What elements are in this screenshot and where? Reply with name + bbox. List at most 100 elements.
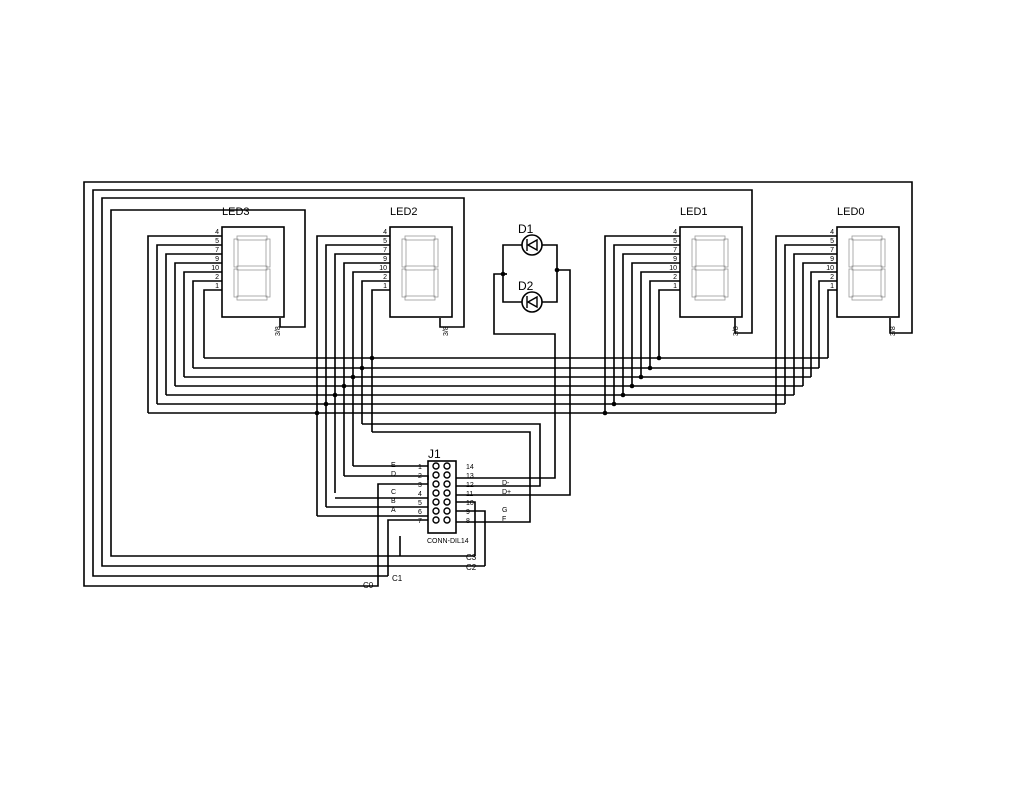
pin-number: 7	[383, 247, 387, 254]
pin-number: 1	[383, 283, 387, 290]
j1-label: J1	[428, 447, 441, 461]
common-pin: 3/8	[443, 326, 450, 336]
pin-number: 1	[830, 283, 834, 290]
pin-number: 4	[215, 229, 219, 236]
segment	[880, 268, 886, 298]
segment	[848, 238, 854, 268]
segment	[851, 235, 883, 241]
pin-number: 7	[673, 247, 677, 254]
pin-number: 1	[673, 283, 677, 290]
j1-pin: 14	[466, 464, 474, 471]
j1-value: CONN-DIL14	[427, 538, 469, 545]
segment	[851, 295, 883, 301]
j1-pin: 1	[418, 464, 422, 471]
led-label: LED0	[837, 206, 865, 218]
segment	[723, 268, 729, 298]
segment	[694, 265, 726, 271]
net-c2: C2	[466, 563, 477, 572]
j1-pin: 3	[418, 482, 422, 489]
pin-number: 1	[215, 283, 219, 290]
segment	[401, 268, 407, 298]
j1-pin: 13	[466, 473, 474, 480]
segment	[723, 238, 729, 268]
net-c1: C1	[392, 574, 403, 583]
common-wires	[83, 181, 913, 587]
pin-number: 5	[673, 238, 677, 245]
segment	[236, 265, 268, 271]
segment	[236, 235, 268, 241]
net-c3: C3	[466, 553, 477, 562]
pin-number: 5	[830, 238, 834, 245]
pin-number: 2	[383, 274, 387, 281]
pin-number: 9	[383, 256, 387, 263]
segment	[233, 238, 239, 268]
segment	[694, 235, 726, 241]
j1-pin: 11	[466, 491, 473, 498]
diode-d2: D2	[518, 279, 543, 313]
segment	[851, 265, 883, 271]
j1-pin: 7	[418, 518, 422, 525]
net-c0: C0	[363, 581, 374, 590]
segment	[265, 268, 271, 298]
junction-dot	[638, 374, 644, 380]
j1-pin: 9	[466, 509, 470, 516]
segment-bus	[147, 235, 837, 523]
common-pin: 3/8	[275, 326, 282, 336]
junction-dot	[656, 355, 662, 361]
net-label: G	[502, 507, 507, 514]
led-label: LED2	[390, 206, 418, 218]
junction-dot	[602, 410, 608, 416]
net-label: C	[391, 489, 396, 496]
net-label: E	[391, 462, 396, 469]
pin-number: 4	[383, 229, 387, 236]
segment	[404, 265, 436, 271]
junction-dot	[341, 383, 347, 389]
segment	[404, 235, 436, 241]
segment	[433, 268, 439, 298]
net-label: A	[391, 507, 396, 514]
diode-d1: D1	[518, 222, 543, 256]
common-pin: 3/8	[733, 326, 740, 336]
junction-dot	[369, 355, 375, 361]
pin-number: 2	[673, 274, 677, 281]
junction-dot	[359, 365, 365, 371]
segment	[401, 238, 407, 268]
pin-number: 9	[673, 256, 677, 263]
segment	[880, 238, 886, 268]
net-label: D-	[502, 480, 510, 487]
segment	[694, 295, 726, 301]
net-label: B	[391, 498, 396, 505]
j1-pin: 4	[418, 491, 422, 498]
segment	[691, 238, 697, 268]
net-label: D+	[502, 489, 511, 496]
segment	[236, 295, 268, 301]
j1-pin: 6	[418, 509, 422, 516]
net-label: F	[502, 516, 506, 523]
pin-number: 5	[215, 238, 219, 245]
junction-dot	[611, 401, 617, 407]
pin-number: 2	[830, 274, 834, 281]
junction-dot	[332, 392, 338, 398]
junction-dot	[620, 392, 626, 398]
pin-number: 10	[669, 265, 677, 272]
pin-number: 10	[826, 265, 834, 272]
pin-number: 10	[211, 265, 219, 272]
led-label: LED1	[680, 206, 708, 218]
j1-pin: 8	[466, 518, 470, 525]
pin-number: 10	[379, 265, 387, 272]
junction-dot	[500, 271, 506, 277]
d1-label: D1	[518, 222, 534, 236]
segment	[848, 268, 854, 298]
common-pin: 3/8	[890, 326, 897, 336]
pin-number: 7	[215, 247, 219, 254]
pin-number: 7	[830, 247, 834, 254]
net-label: D	[391, 471, 396, 478]
junction-dot	[647, 365, 653, 371]
junction-dot	[323, 401, 329, 407]
